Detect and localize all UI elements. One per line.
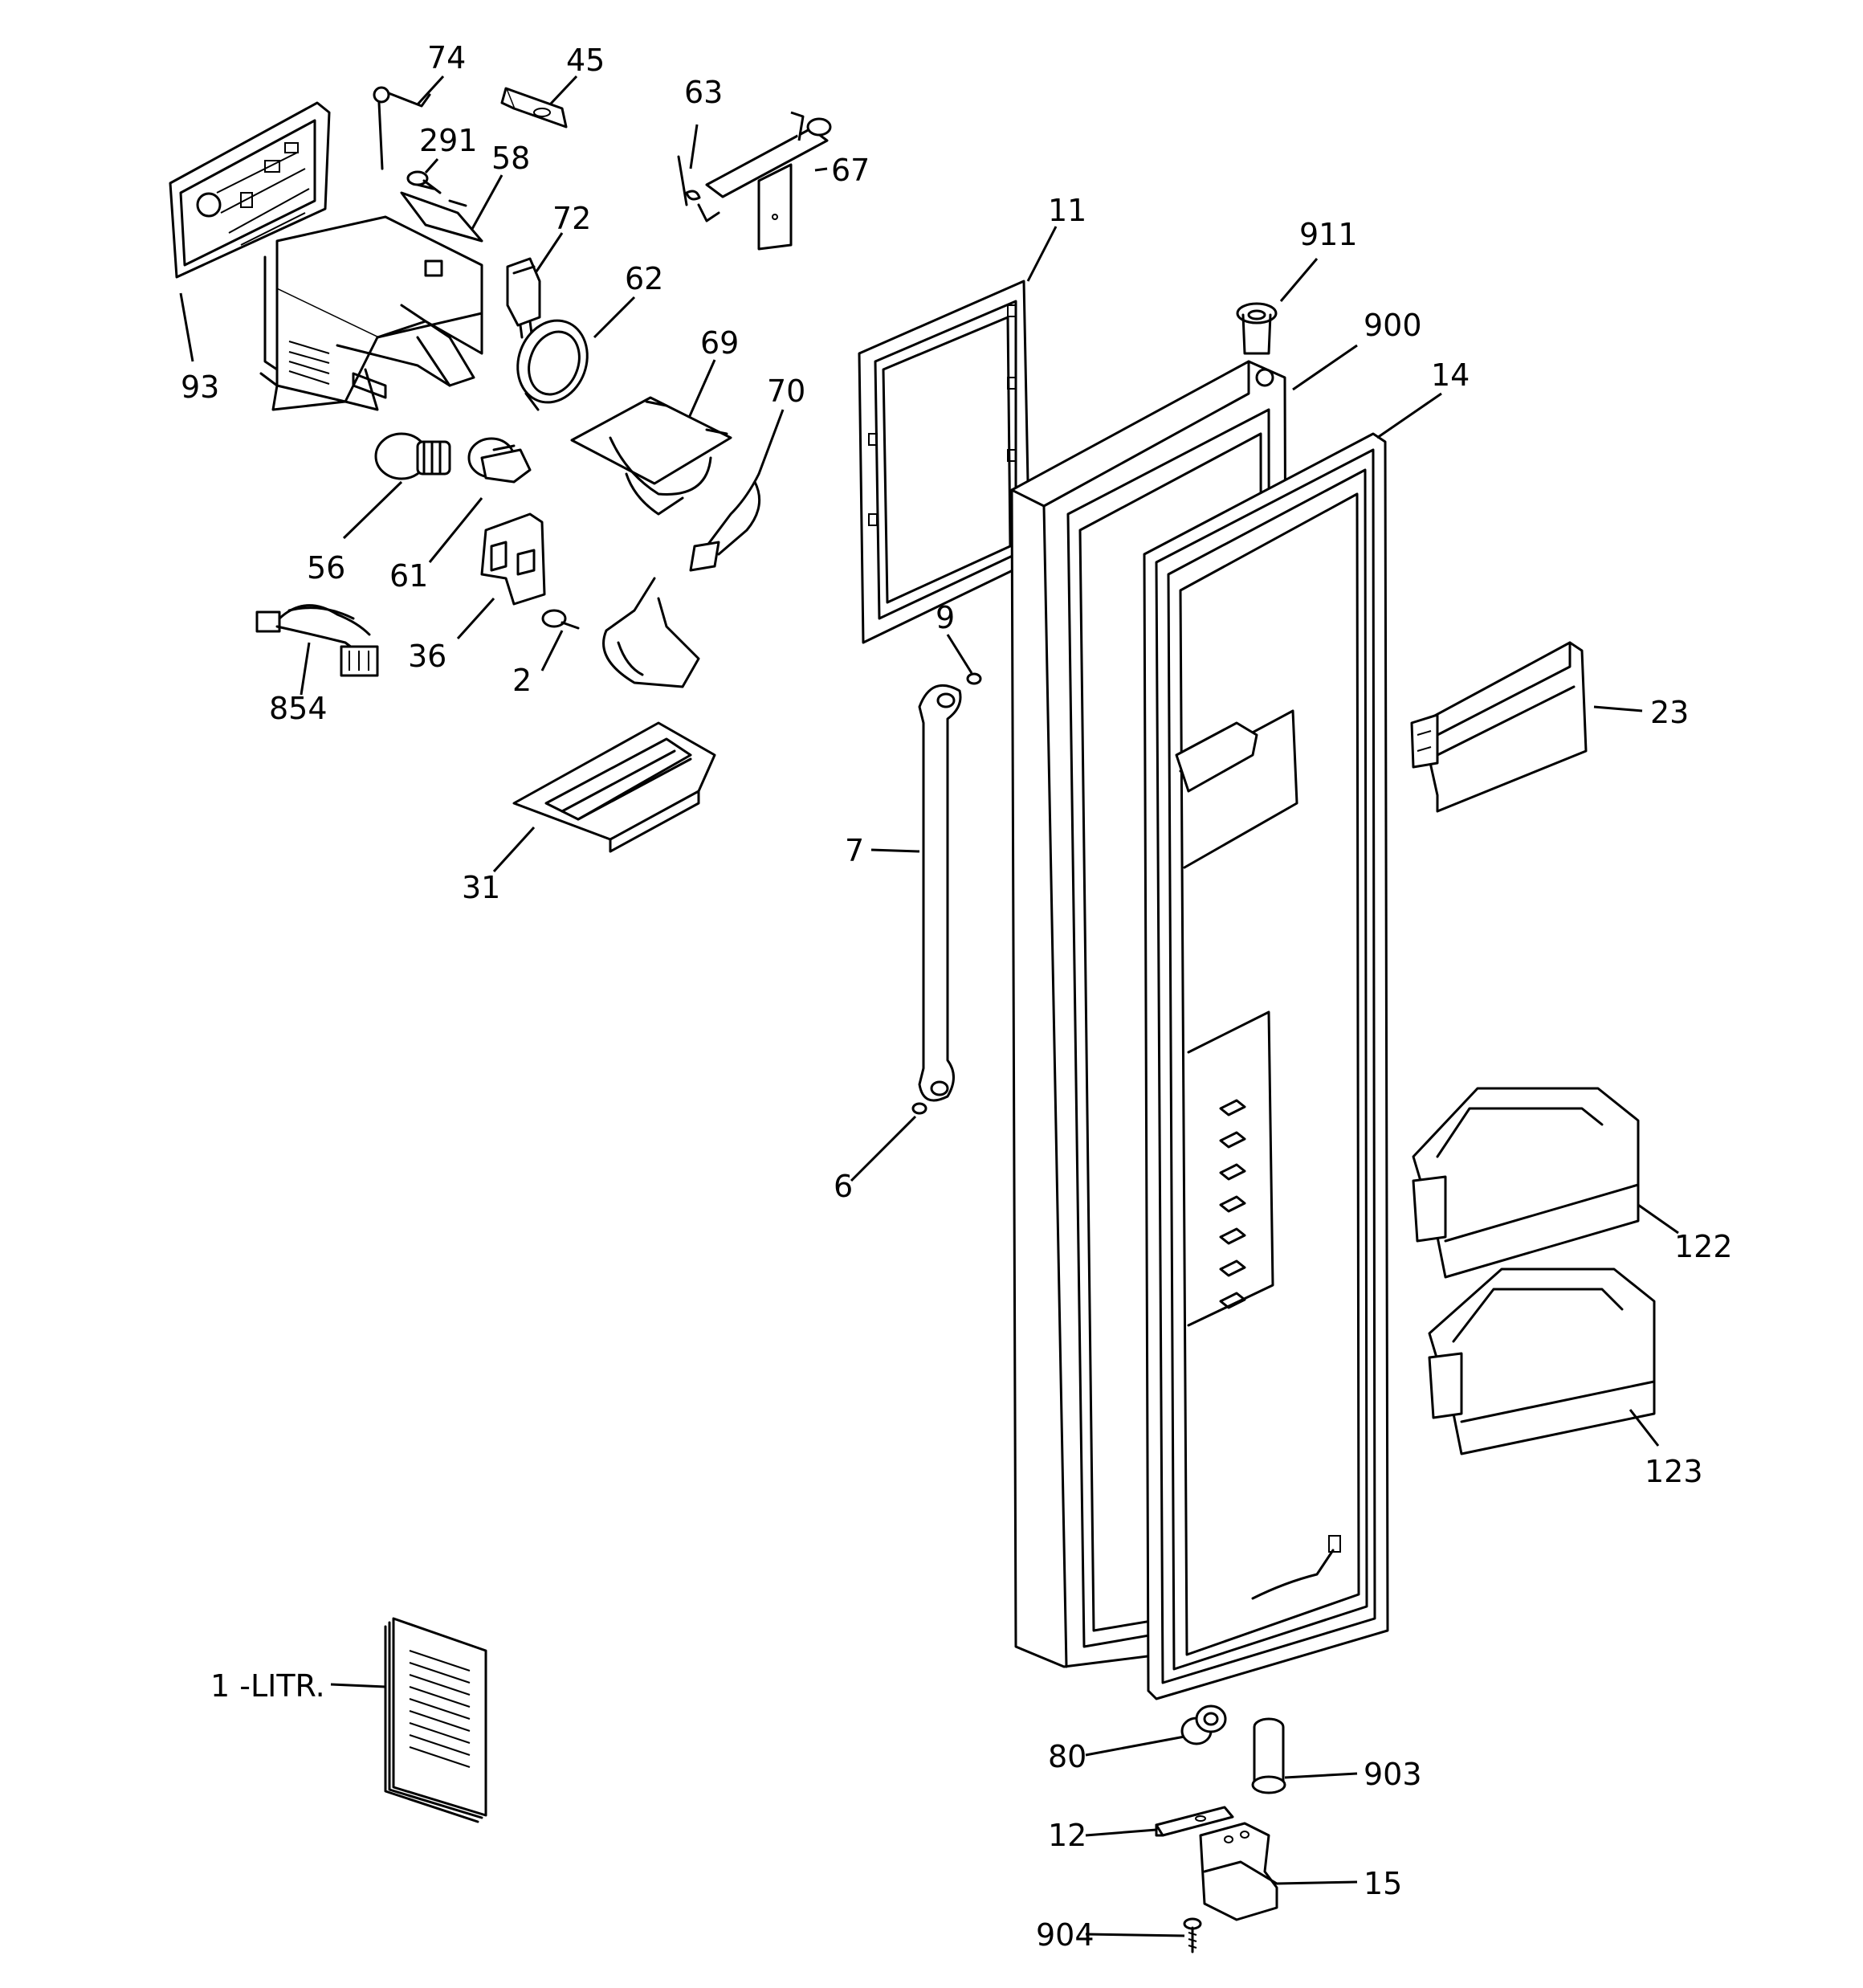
part-14-gasket: [1143, 432, 1389, 1700]
callout-80: 80: [1048, 1739, 1086, 1774]
part-74-spring: [373, 86, 431, 170]
callout-12: 12: [1048, 1818, 1086, 1853]
callout-2: 2: [512, 663, 532, 698]
callout-63: 63: [684, 75, 723, 110]
callout-900: 900: [1364, 308, 1422, 343]
callout-11: 11: [1048, 193, 1086, 228]
callout-7: 7: [845, 833, 864, 868]
part-1-literature: [384, 1617, 487, 1823]
part-11-liner: [858, 280, 1031, 644]
callout-1-litr: 1 -LITR.: [210, 1668, 325, 1704]
callout-31: 31: [462, 870, 500, 905]
callout-70: 70: [767, 374, 805, 409]
callout-23: 23: [1650, 695, 1689, 730]
callout-labels: 74 45 63 291 58 67 11 911 72 62 900 93 6…: [181, 40, 1733, 1953]
callout-122: 122: [1674, 1229, 1733, 1264]
part-93-control-board: [169, 101, 331, 279]
part-854-wire-harness: [255, 604, 379, 677]
part-903-hinge-pin: [1251, 1717, 1286, 1794]
part-72-switch: [506, 257, 541, 339]
part-904-screw: [1183, 1917, 1202, 1953]
leader-lines: [179, 75, 1679, 1937]
callout-67: 67: [831, 153, 870, 188]
part-2-screw: [541, 609, 580, 630]
callout-14: 14: [1431, 357, 1470, 393]
callout-93: 93: [181, 369, 219, 405]
part-9-nut: [966, 672, 982, 685]
part-56-bulb: [374, 432, 451, 480]
callout-56: 56: [307, 550, 345, 586]
part-7-handle: [918, 684, 962, 1102]
callout-62: 62: [625, 261, 663, 296]
callout-903: 903: [1364, 1757, 1422, 1792]
part-61-socket: [467, 437, 532, 484]
part-67-lever: [705, 111, 832, 251]
callout-45: 45: [566, 43, 605, 78]
part-911-plug: [1236, 302, 1278, 355]
callout-69: 69: [700, 325, 739, 361]
callout-6: 6: [834, 1169, 853, 1204]
door-shelf-clips: [1219, 1099, 1246, 1309]
callout-74: 74: [427, 40, 466, 76]
callout-911: 911: [1299, 217, 1358, 252]
part-23-door-bin: [1410, 641, 1588, 813]
part-122-door-bin: [1412, 1087, 1640, 1279]
part-70-wire-clip: [602, 472, 761, 688]
part-12-shim: [1155, 1806, 1234, 1837]
callout-61: 61: [389, 558, 428, 594]
part-62-ring: [516, 319, 589, 411]
part-291-screw: [406, 170, 442, 194]
callout-58: 58: [491, 141, 530, 176]
part-123-door-bin: [1428, 1268, 1656, 1455]
callout-291: 291: [419, 123, 478, 158]
part-31-drip-tray: [512, 721, 716, 853]
callout-854: 854: [269, 691, 328, 726]
callout-904: 904: [1036, 1917, 1095, 1953]
part-58-dispenser-housing: [259, 183, 483, 411]
part-6-screw: [911, 1102, 927, 1115]
part-36-bracket: [480, 512, 546, 606]
callout-123: 123: [1645, 1454, 1703, 1489]
callout-9: 9: [936, 600, 955, 635]
callout-15: 15: [1364, 1866, 1402, 1901]
callout-36: 36: [408, 639, 446, 674]
part-63-spring: [677, 155, 720, 222]
part-69-funnel: [570, 396, 732, 516]
part-80-bushing: [1180, 1704, 1227, 1745]
part-15-hinge: [1199, 1822, 1278, 1921]
part-45-bracket: [500, 87, 568, 129]
callout-72: 72: [552, 201, 591, 236]
